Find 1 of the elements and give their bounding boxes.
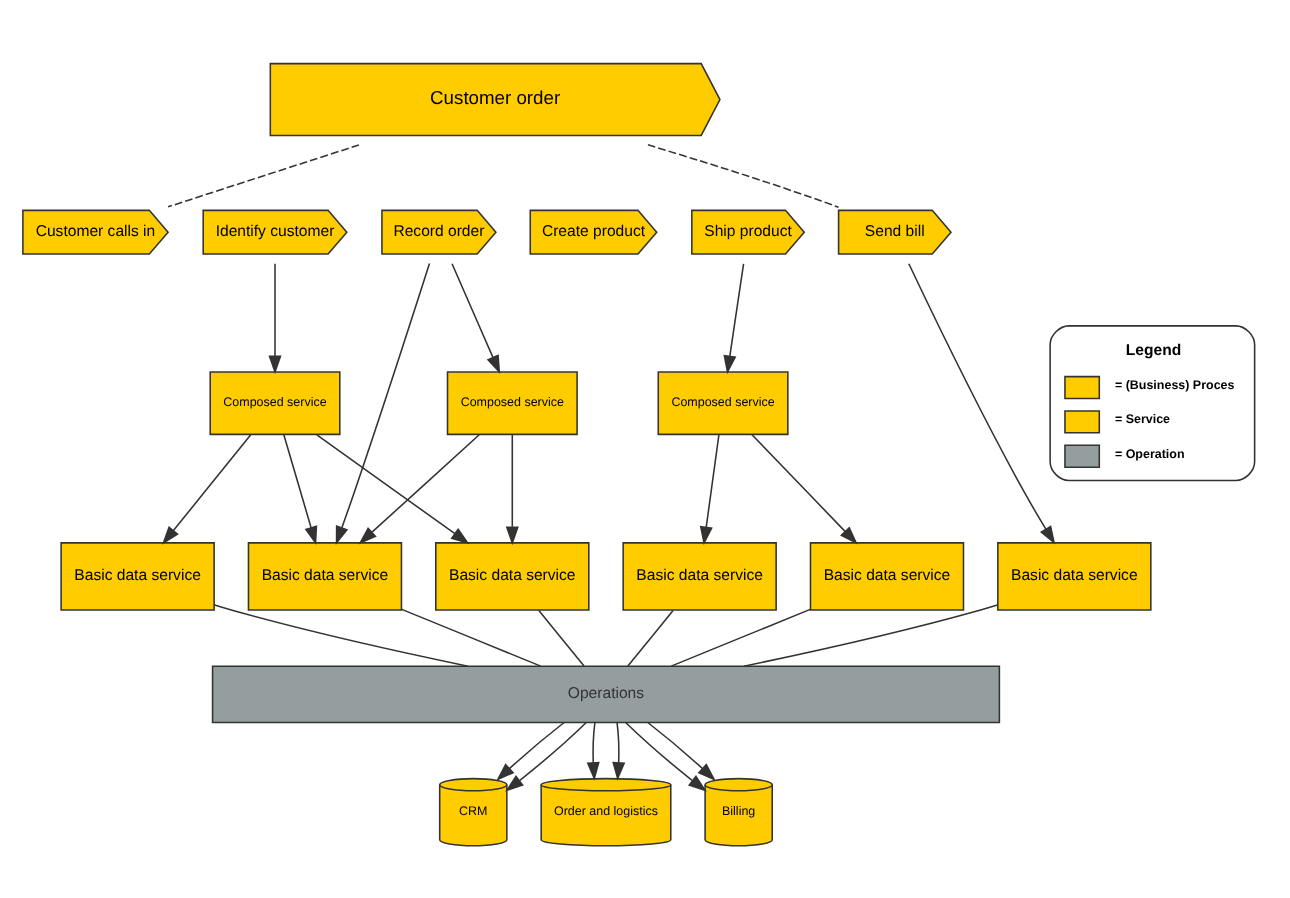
label: Legend — [1125, 339, 1182, 358]
